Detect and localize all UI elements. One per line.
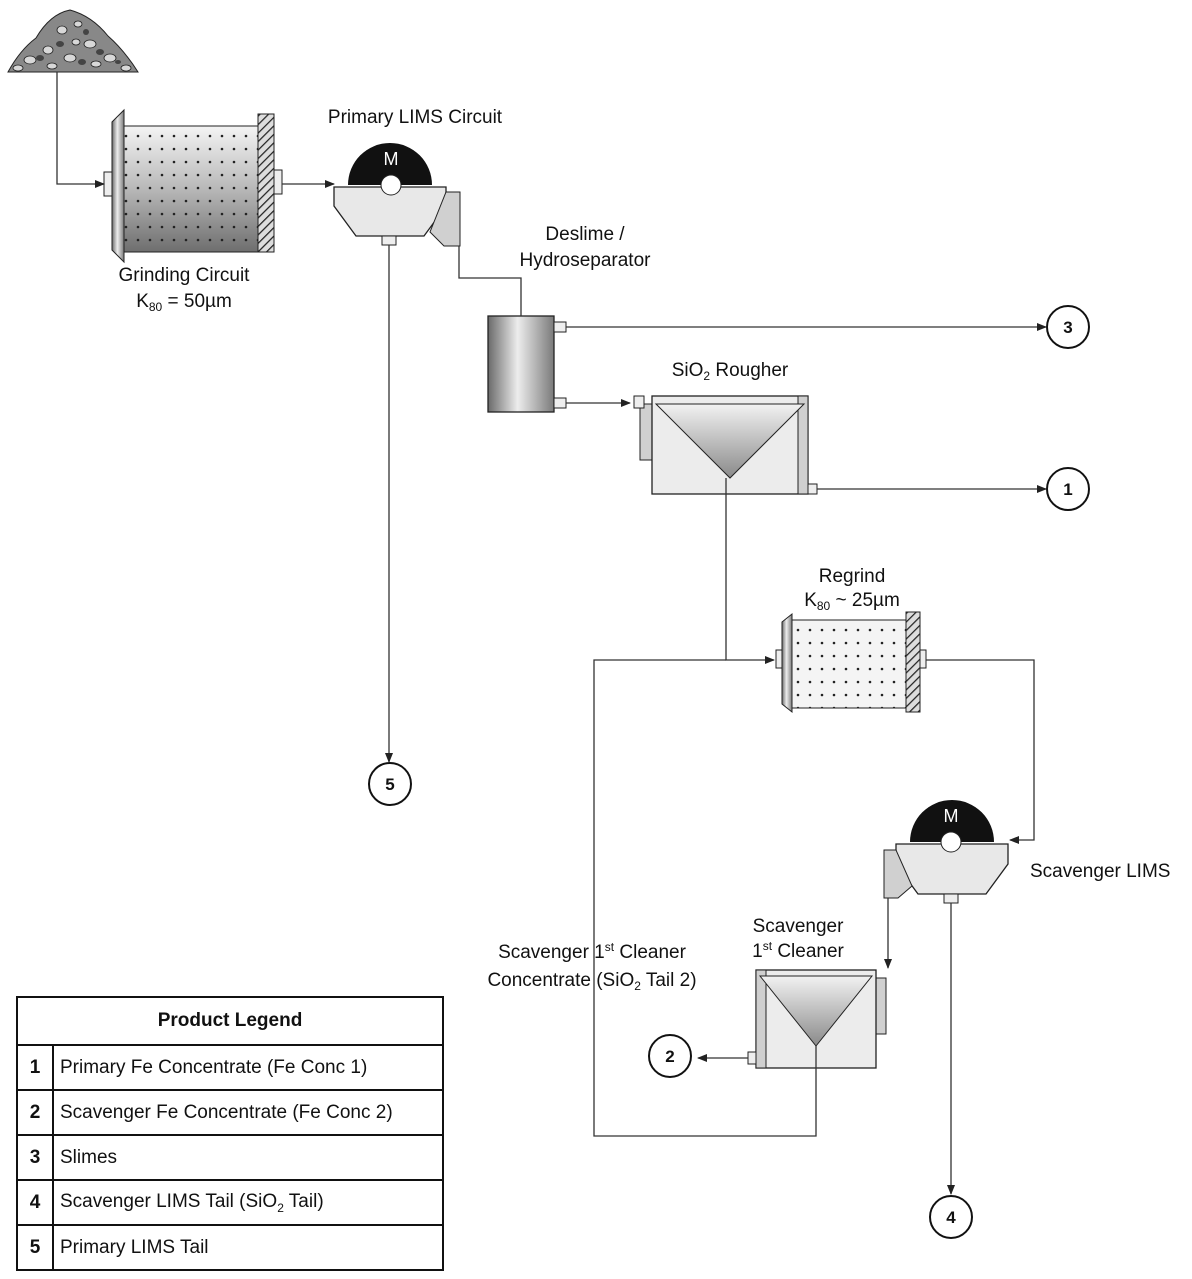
primary-lims-motor-label: M [384, 149, 399, 169]
legend-text: Primary LIMS Tail [52, 1224, 444, 1271]
scavenger-lims-separator-icon [883, 800, 1009, 904]
legend-num: 1 [16, 1044, 54, 1091]
svg-text:3: 3 [1063, 318, 1072, 337]
scavenger-cleaner-conc-label: Scavenger 1st Cleaner [498, 940, 687, 963]
flow-regrind-to-scav-lims [926, 659, 1035, 844]
legend-text: Scavenger Fe Concentrate (Fe Conc 2) [52, 1089, 444, 1136]
legend-row: 4 Scavenger LIMS Tail (SiO2 Tail) [16, 1179, 444, 1226]
sio2-rougher-cell-icon [633, 395, 818, 495]
grinding-mill-icon [103, 108, 283, 264]
legend-text: Slimes [52, 1134, 444, 1181]
svg-text:1: 1 [1063, 480, 1072, 499]
flow-rougher-tail-to-regrind [725, 478, 775, 664]
flow-cleaner-recycle [593, 659, 817, 1137]
regrind-mill-icon [775, 611, 927, 714]
legend-text: Scavenger LIMS Tail (SiO2 Tail) [52, 1179, 444, 1226]
regrind-label: Regrind [819, 566, 886, 587]
svg-text:5: 5 [385, 775, 394, 794]
legend-num: 5 [16, 1224, 54, 1271]
deslime-label: Deslime / [545, 224, 625, 245]
hydroseparator-icon [487, 315, 567, 413]
legend-row: 5 Primary LIMS Tail [16, 1224, 444, 1271]
scavenger-cleaner-cell-icon [747, 969, 887, 1069]
grinding-size-label: K80 = 50µm [136, 291, 232, 314]
flow-ore-to-mill [56, 72, 105, 188]
primary-lims-separator-icon [333, 143, 461, 247]
sio2-rougher-label: SiO2 Rougher [672, 360, 789, 383]
legend-num: 2 [16, 1089, 54, 1136]
node-1: 1 [1046, 467, 1090, 511]
svg-text:2: 2 [665, 1047, 674, 1066]
grinding-circuit-label: Grinding Circuit [119, 265, 251, 286]
regrind-size-label: K80 ~ 25µm [804, 590, 900, 613]
legend-num: 3 [16, 1134, 54, 1181]
node-5: 5 [368, 762, 412, 806]
ore-stockpile-icon [7, 9, 139, 73]
legend-row: 1 Primary Fe Concentrate (Fe Conc 1) [16, 1044, 444, 1091]
node-4: 4 [929, 1195, 973, 1239]
flow-lims-conc-to-hydrosep [458, 246, 522, 316]
node-3: 3 [1046, 305, 1090, 349]
scavenger-lims-motor-label: M [944, 806, 959, 826]
legend-num: 4 [16, 1179, 54, 1226]
legend-text: Primary Fe Concentrate (Fe Conc 1) [52, 1044, 444, 1091]
scavenger-cleaner-label: Scavenger [753, 916, 845, 937]
primary-lims-label: Primary LIMS Circuit [328, 107, 503, 128]
product-legend: Product Legend 1 Primary Fe Concentrate … [16, 996, 444, 1271]
legend-row: 3 Slimes [16, 1134, 444, 1181]
flow-lines [56, 72, 1047, 1195]
legend-row: 2 Scavenger Fe Concentrate (Fe Conc 2) [16, 1089, 444, 1136]
scavenger-cleaner-label-2: 1st Cleaner [752, 939, 844, 962]
scavenger-lims-label: Scavenger LIMS [1030, 861, 1170, 882]
scavenger-cleaner-conc-label-2: Concentrate (SiO2 Tail 2) [487, 970, 696, 993]
hydroseparator-label: Hydroseparator [520, 250, 652, 271]
svg-text:4: 4 [946, 1208, 956, 1227]
legend-title: Product Legend [16, 996, 444, 1046]
node-2: 2 [648, 1034, 692, 1078]
